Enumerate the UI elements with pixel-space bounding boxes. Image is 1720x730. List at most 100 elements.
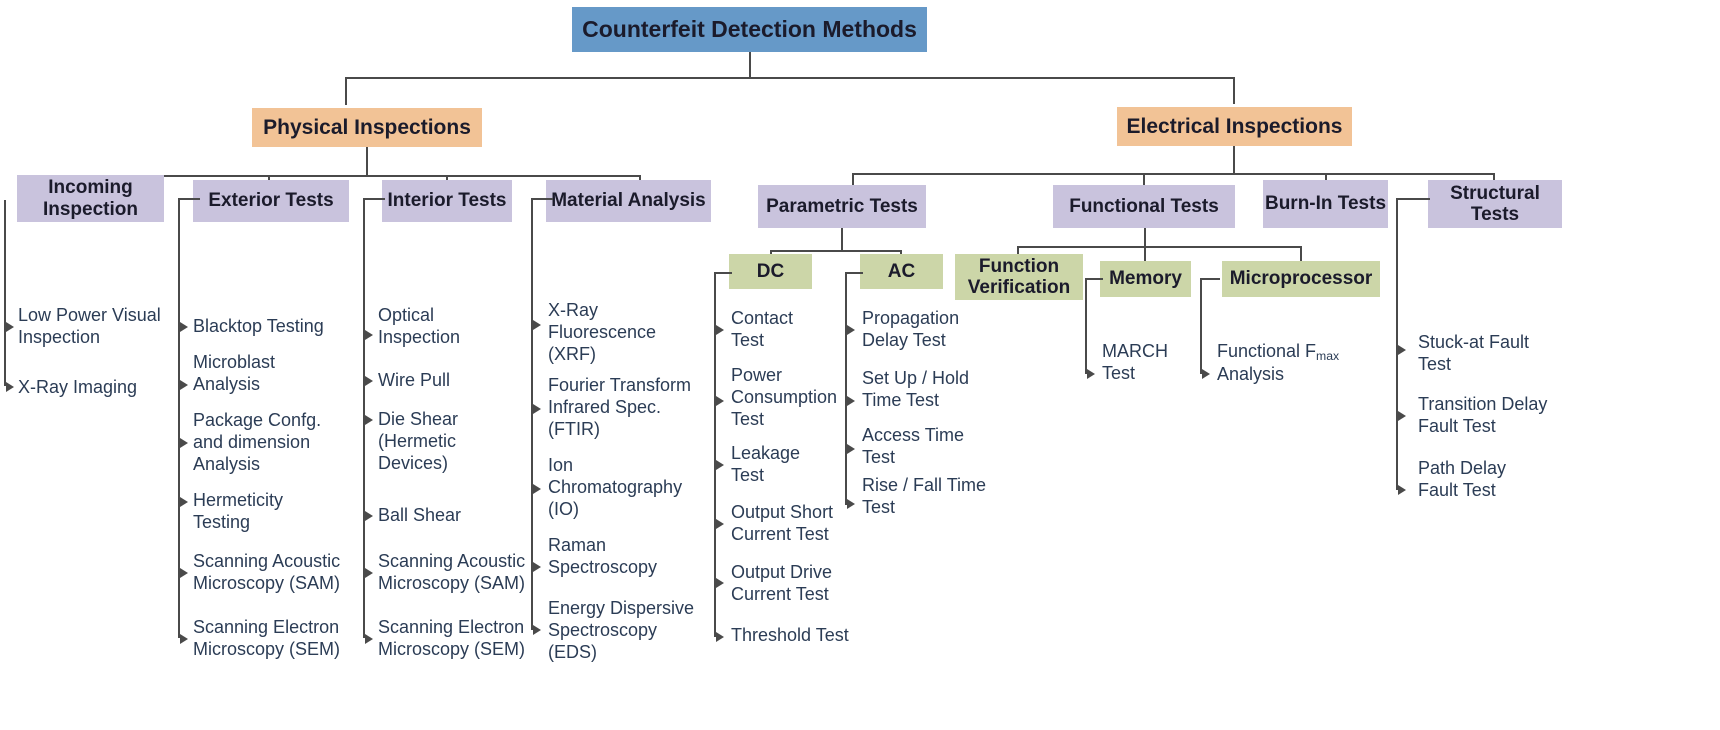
- connector-to-microprocessor: [1300, 246, 1302, 262]
- arrow-icon: [716, 632, 724, 642]
- leafbus-ac: [845, 272, 847, 505]
- leafbus-memory: [1085, 278, 1087, 374]
- arrow-icon: [365, 511, 373, 521]
- leaf-item[interactable]: Stuck-at Fault Test: [1418, 332, 1530, 374]
- subcategory-function-verification[interactable]: Function Verification: [955, 254, 1083, 300]
- leaf-item[interactable]: Power Consumption Test: [731, 365, 838, 429]
- arrow-icon: [847, 444, 855, 454]
- arrow-icon: [365, 376, 373, 386]
- leaf-item[interactable]: Raman Spectroscopy: [548, 535, 658, 577]
- leaf-item[interactable]: Transition Delay Fault Test: [1418, 394, 1548, 436]
- leaf-item[interactable]: Ball Shear: [378, 505, 462, 525]
- subcategory-microprocessor[interactable]: Microprocessor: [1222, 261, 1380, 297]
- leaf-item[interactable]: X-Ray Fluorescence (XRF): [548, 300, 657, 364]
- arrow-icon: [365, 634, 373, 644]
- arrow-icon: [180, 634, 188, 644]
- leafbus-interior-stub: [363, 198, 385, 200]
- leafbus-material-stub: [531, 198, 553, 200]
- leaf-item[interactable]: Scanning Acoustic Microscopy (SAM): [193, 551, 341, 593]
- leafbus-microprocessor-stub: [1200, 278, 1220, 280]
- subcategory-ac[interactable]: AC: [860, 254, 943, 289]
- branch-electrical-inspections[interactable]: Electrical Inspections: [1117, 107, 1352, 146]
- connector-physical-bus: [88, 175, 640, 177]
- leaf-item[interactable]: X-Ray Imaging: [18, 377, 138, 397]
- connector-root-horizontal: [345, 77, 1235, 79]
- arrow-icon: [180, 497, 188, 507]
- arrow-icon: [180, 438, 188, 448]
- arrow-icon: [6, 322, 14, 332]
- connector-root-down: [749, 52, 751, 78]
- arrow-icon: [1398, 345, 1406, 355]
- leaf-item[interactable]: Fourier Transform Infrared Spec. (FTIR): [548, 375, 692, 439]
- arrow-icon: [716, 578, 724, 588]
- leaf-item[interactable]: Blacktop Testing: [193, 316, 324, 336]
- leafbus-dc-stub: [714, 272, 732, 274]
- category-incoming-inspection[interactable]: Incoming Inspection: [17, 175, 164, 222]
- leaf-item[interactable]: Die Shear (Hermetic Devices): [378, 409, 459, 473]
- leaf-item[interactable]: Scanning Electron Microscopy (SEM): [378, 617, 526, 659]
- connector-functional-down: [1144, 228, 1146, 248]
- arrow-icon: [533, 562, 541, 572]
- leaf-item[interactable]: Functional Fmax Analysis: [1217, 341, 1340, 384]
- leafbus-structural-stub: [1396, 198, 1430, 200]
- leaf-item[interactable]: Hermeticity Testing: [193, 490, 284, 532]
- leaf-item[interactable]: Scanning Acoustic Microscopy (SAM): [378, 551, 526, 593]
- connector-parametric-down: [841, 228, 843, 252]
- leaf-item[interactable]: Optical Inspection: [378, 305, 461, 347]
- category-structural-tests[interactable]: Structural Tests: [1428, 180, 1562, 228]
- leaf-item[interactable]: Scanning Electron Microscopy (SEM): [193, 617, 341, 659]
- category-parametric-tests[interactable]: Parametric Tests: [758, 185, 926, 228]
- leafbus-dc: [714, 272, 716, 637]
- leaf-item[interactable]: Set Up / Hold Time Test: [862, 368, 970, 410]
- branch-physical-inspections[interactable]: Physical Inspections: [252, 108, 482, 147]
- leaf-item[interactable]: Rise / Fall Time Test: [862, 475, 987, 517]
- subcategory-dc[interactable]: DC: [729, 254, 812, 289]
- leaf-item[interactable]: Leakage Test: [731, 443, 801, 485]
- leaf-item[interactable]: MARCH Test: [1102, 341, 1168, 383]
- connector-to-physical: [345, 77, 347, 105]
- category-functional-tests[interactable]: Functional Tests: [1053, 185, 1235, 228]
- connector-to-funcverif: [1017, 246, 1019, 258]
- leaf-item[interactable]: Package Confg. and dimension Analysis: [193, 410, 322, 474]
- leaf-item[interactable]: Path Delay Fault Test: [1418, 458, 1507, 500]
- leaf-item[interactable]: Wire Pull: [378, 370, 451, 390]
- arrow-icon: [365, 415, 373, 425]
- leaf-item[interactable]: Ion Chromatography (IO): [548, 455, 683, 519]
- leafbus-memory-stub: [1085, 278, 1103, 280]
- connector-functional-bus: [1017, 246, 1302, 248]
- arrow-icon: [716, 325, 724, 335]
- leaf-item[interactable]: Propagation Delay Test: [862, 308, 960, 350]
- arrow-icon: [716, 396, 724, 406]
- leaf-item[interactable]: Low Power Visual Inspection: [18, 305, 161, 347]
- arrow-icon: [180, 322, 188, 332]
- leaf-item[interactable]: Output Drive Current Test: [731, 562, 833, 604]
- subcategory-memory[interactable]: Memory: [1100, 261, 1191, 297]
- arrow-icon: [533, 484, 541, 494]
- leaf-item[interactable]: Microblast Analysis: [193, 352, 276, 394]
- leafbus-structural-tests: [1396, 198, 1398, 490]
- arrow-icon: [533, 320, 541, 330]
- leaf-item[interactable]: Contact Test: [731, 308, 794, 350]
- arrow-icon: [365, 330, 373, 340]
- arrow-icon: [716, 460, 724, 470]
- leaf-item[interactable]: Threshold Test: [731, 625, 849, 645]
- leafbus-interior-tests: [363, 198, 365, 638]
- leaf-item[interactable]: Output Short Current Test: [731, 502, 834, 544]
- leaf-item[interactable]: Energy Dispersive Spectroscopy (EDS): [548, 598, 695, 662]
- leafbus-microprocessor: [1200, 278, 1202, 374]
- category-interior-tests[interactable]: Interior Tests: [382, 180, 512, 222]
- arrow-icon: [180, 568, 188, 578]
- arrow-icon: [533, 625, 541, 635]
- leafbus-incoming-inspection: [4, 200, 6, 386]
- category-exterior-tests[interactable]: Exterior Tests: [193, 180, 349, 222]
- arrow-icon: [1398, 411, 1406, 421]
- root-node[interactable]: Counterfeit Detection Methods: [572, 7, 927, 52]
- arrow-icon: [1087, 369, 1095, 379]
- leaf-item[interactable]: Access Time Test: [862, 425, 965, 467]
- arrow-icon: [847, 325, 855, 335]
- category-burn-in-tests[interactable]: Burn-In Tests: [1263, 180, 1388, 228]
- leafbus-exterior-stub: [178, 198, 200, 200]
- arrow-icon: [847, 499, 855, 509]
- category-material-analysis[interactable]: Material Analysis: [546, 180, 711, 222]
